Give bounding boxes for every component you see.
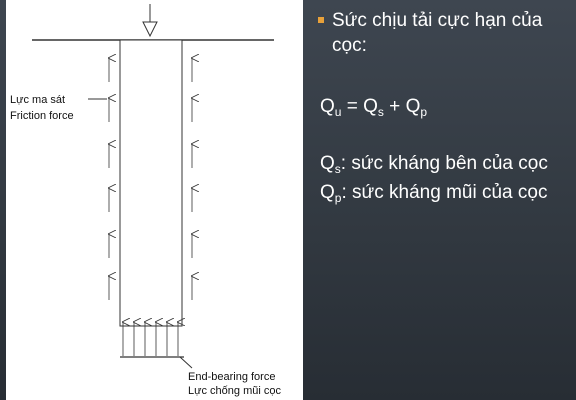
end-bearing-arrows: [120, 322, 184, 358]
end-bearing-label-vi: Lực chống mũi cọc: [188, 385, 281, 397]
pile-diagram: Lực ma sát Friction force End-bearing fo…: [10, 4, 281, 397]
content-panel: Sức chịu tải cực hạn của cọc: Qu = Qs + …: [318, 8, 570, 205]
load-arrow-icon: [142, 4, 158, 38]
pile-body: [119, 39, 183, 327]
square-bullet-icon: [318, 17, 324, 23]
capacity-equation: Qu = Qs + Qp: [320, 96, 428, 119]
pile-diagram-panel: Lực ma sát Friction force End-bearing fo…: [6, 0, 303, 400]
end-bearing-leader-line: [179, 356, 193, 369]
definition-qs: Qs: sức kháng bên của cọc: [320, 153, 548, 176]
friction-label-vi: Lực ma sát: [10, 94, 65, 106]
definition-qp: Qp: sức kháng mũi của cọc: [320, 182, 548, 205]
bullet-item: Sức chịu tải cực hạn của cọc:: [318, 8, 570, 58]
friction-label-en: Friction force: [10, 110, 74, 122]
end-bearing-label-en: End-bearing force: [188, 371, 275, 383]
bullet-text: Sức chịu tải cực hạn của cọc:: [332, 10, 543, 56]
